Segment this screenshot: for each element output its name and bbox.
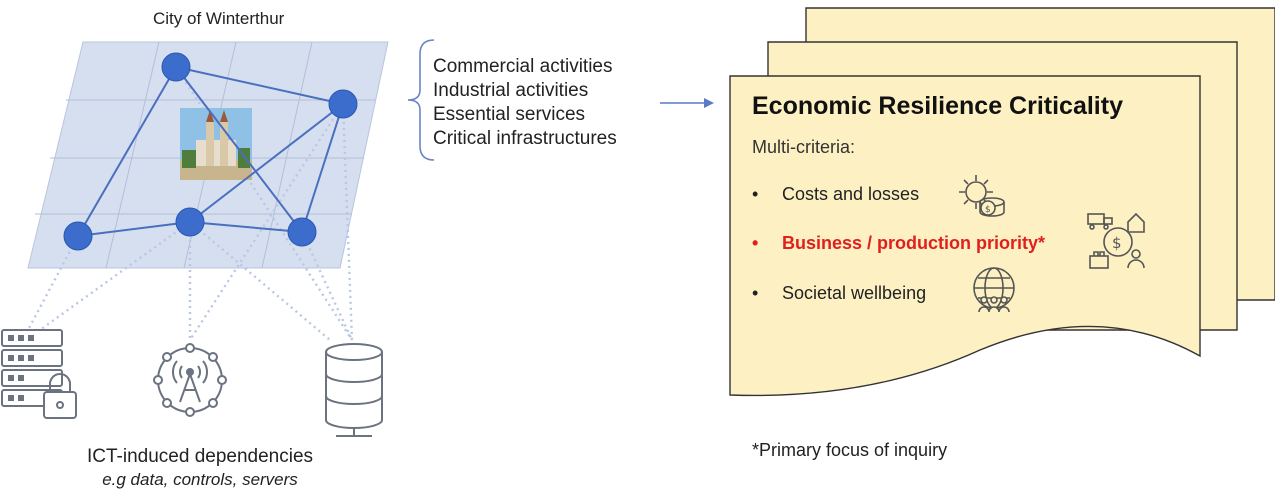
bullet-dot: • [752,184,759,204]
network-nodes [63,52,358,251]
globe-people-icon [973,267,1015,313]
network-node [175,207,205,237]
gear-coins-icon: $ [959,175,1005,217]
server-lock-icon [1,329,77,419]
card-subtitle: Multi-criteria: [752,137,856,157]
network-node [161,52,191,82]
ict-dependencies-examples: e.g data, controls, servers [102,470,298,489]
activity-item: Essential services [433,104,586,125]
bullet-dot: • [752,283,759,303]
network-node [63,221,93,251]
activities-list: Commercial activities Industrial activit… [433,55,617,151]
database-icon [325,343,383,437]
criteria-label: Business / production priority* [782,233,1046,253]
network-edges [77,66,344,237]
criteria-label: Costs and losses [782,184,920,204]
card-title: Economic Resilience Criticality [752,92,1123,120]
criteria-item-wellbeing: • Societal wellbeing [752,283,926,304]
activity-item: Critical infrastructures [433,128,617,149]
antenna-tower-icon [153,343,227,417]
svg-text:$: $ [1112,234,1122,252]
criticality-card-stack [729,7,1275,397]
activities-bracket [407,39,435,161]
bullet-dot: • [752,233,759,253]
business-dollar-icon: $ [1087,212,1145,269]
network-node [287,217,317,247]
activity-item: Industrial activities [433,80,589,101]
criteria-item-costs: • Costs and losses [752,184,919,205]
svg-text:$: $ [985,205,991,215]
footnote: *Primary focus of inquiry [752,440,948,460]
ict-dependencies-label: ICT-induced dependencies [86,446,314,467]
network-node [328,89,358,119]
activity-item: Commercial activities [433,56,613,77]
city-title: City of Winterthur [153,9,285,28]
flow-arrow [660,98,714,108]
criteria-item-business: • Business / production priority* [752,233,1045,254]
criteria-label: Societal wellbeing [782,283,927,303]
